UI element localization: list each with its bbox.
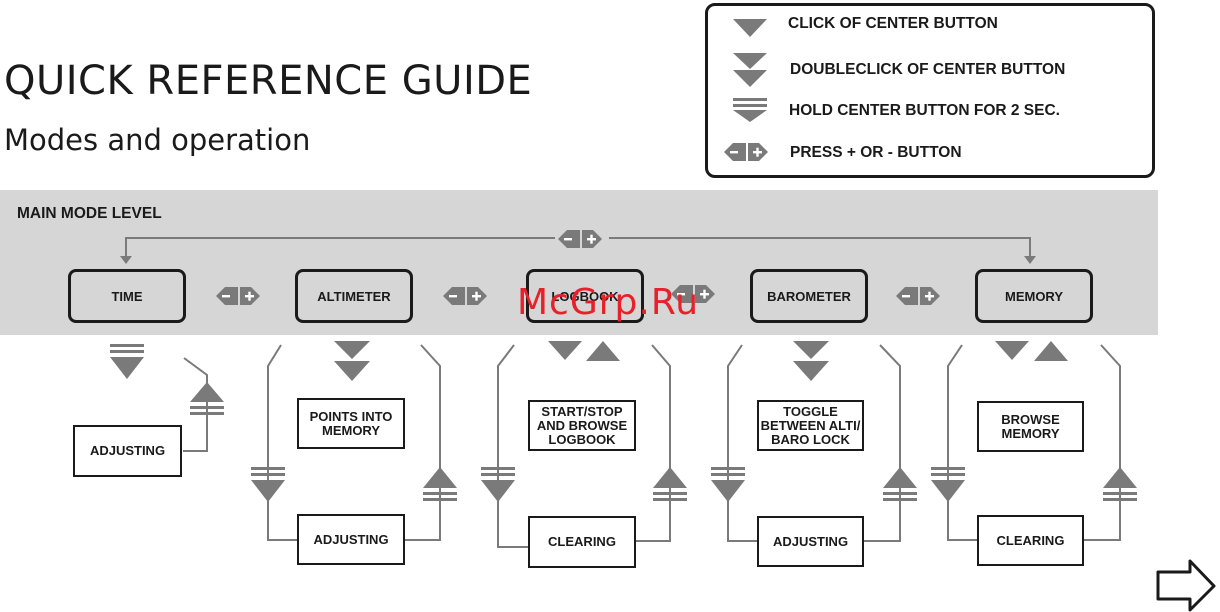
logbook-return-hold-icon: [653, 467, 687, 501]
legend-hold-label: HOLD CENTER BUTTON FOR 2 SEC.: [789, 102, 1060, 119]
minus-plus-buttons-icon: [724, 143, 768, 161]
time-adjusting-box: ADJUSTING: [73, 425, 182, 477]
logbook-hold-icon: [481, 467, 515, 502]
top-minus-plus-icon: [558, 230, 602, 248]
main-mode-label: MAIN MODE LEVEL: [17, 205, 162, 222]
barometer-toggle-box: TOGGLE BETWEEN ALTI/ BARO LOCK: [757, 400, 864, 451]
logbook-clearing-box: CLEARING: [528, 516, 636, 568]
mode-time[interactable]: TIME: [68, 269, 186, 323]
main-mode-band: [0, 190, 1158, 335]
altimeter-logbook-minus-plus-icon: [443, 287, 487, 305]
next-page-arrow-icon[interactable]: [1156, 559, 1216, 612]
hold-bars-icon: [733, 98, 767, 122]
mode-altimeter[interactable]: ALTIMETER: [295, 269, 413, 323]
logbook-click-icons: [548, 341, 620, 361]
time-hold-icon: [110, 344, 144, 379]
altimeter-hold-icon: [251, 467, 285, 502]
barometer-doubleclick-icon: [793, 341, 829, 381]
legend-doubleclick-label: DOUBLECLICK OF CENTER BUTTON: [790, 61, 1066, 78]
mode-barometer[interactable]: BAROMETER: [750, 269, 868, 323]
barometer-adjusting-box: ADJUSTING: [757, 516, 864, 567]
barometer-memory-minus-plus-icon: [896, 287, 940, 305]
logbook-startstop-box: START/STOP AND BROWSE LOGBOOK: [528, 400, 636, 451]
double-down-triangle-icon: [733, 70, 767, 87]
memory-clearing-box: CLEARING: [977, 515, 1084, 566]
watermark: McGrp.Ru: [517, 282, 700, 323]
altimeter-adjusting-box: ADJUSTING: [297, 514, 405, 565]
top-connector-left-arrow: [120, 256, 132, 264]
altimeter-doubleclick-icon: [334, 341, 370, 381]
legend-press-label: PRESS + OR - BUTTON: [790, 144, 962, 161]
top-connector-right-arrow: [1024, 256, 1036, 264]
altimeter-points-box: POINTS INTO MEMORY: [297, 398, 405, 449]
mode-logbook[interactable]: LOGBOOK: [526, 269, 644, 323]
single-down-triangle-icon: [733, 19, 767, 37]
mode-memory[interactable]: MEMORY: [975, 269, 1093, 323]
legend-box: [705, 3, 1155, 178]
time-return-hold-icon: [190, 382, 224, 415]
memory-return-hold-icon: [1103, 467, 1137, 501]
page-title: QUICK REFERENCE GUIDE: [4, 58, 533, 104]
memory-browse-box: BROWSE MEMORY: [977, 401, 1084, 452]
barometer-return-hold-icon: [883, 467, 917, 501]
page-subtitle: Modes and operation: [4, 123, 311, 157]
legend-click-label: CLICK OF CENTER BUTTON: [788, 15, 998, 32]
memory-click-icons: [995, 341, 1068, 361]
memory-hold-icon: [931, 467, 965, 502]
altimeter-return-hold-icon: [423, 467, 457, 501]
time-altimeter-minus-plus-icon: [216, 287, 260, 305]
barometer-hold-icon: [711, 467, 745, 502]
